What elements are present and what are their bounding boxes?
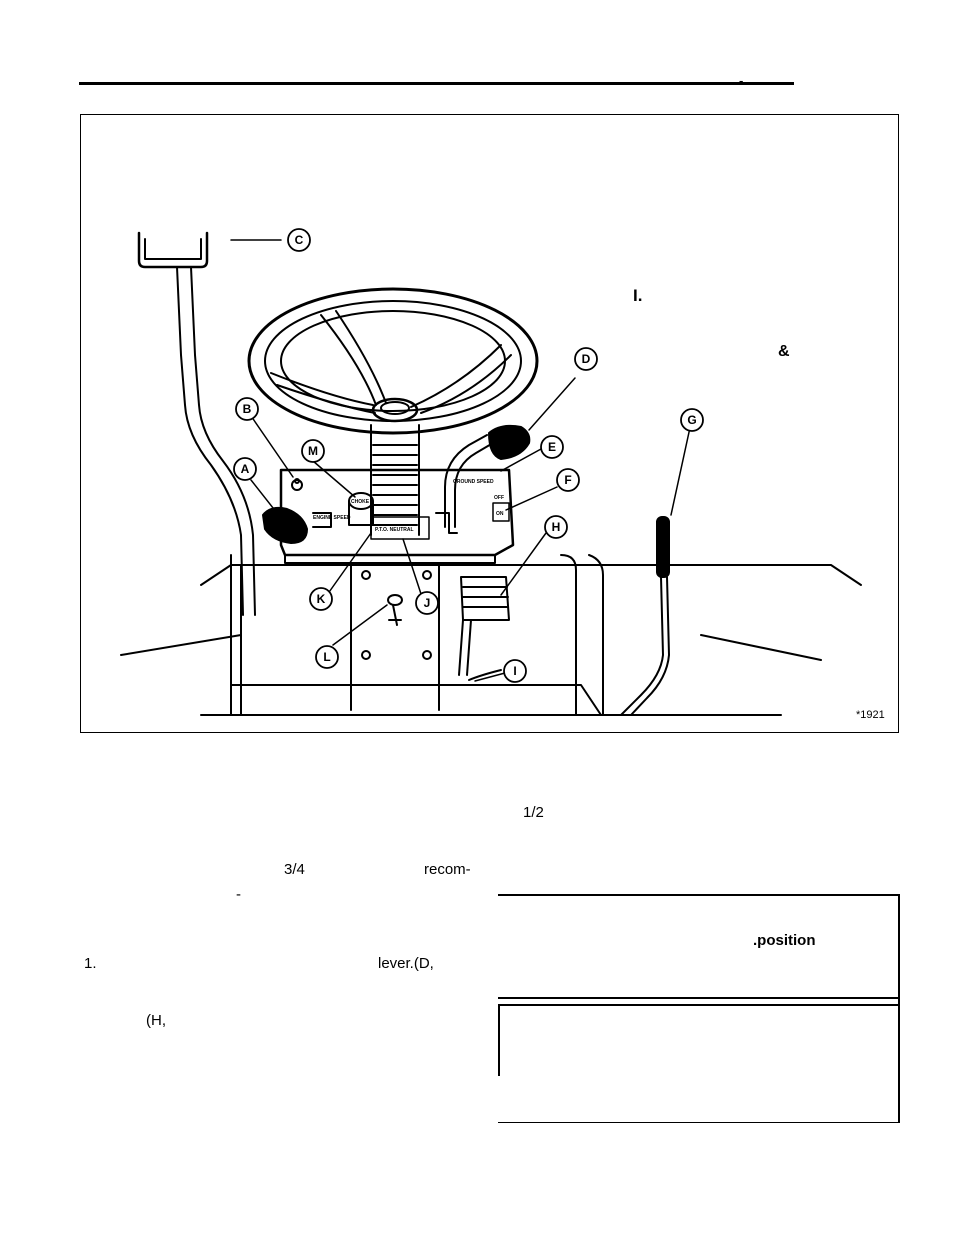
figure-frame: C D G E F H B M A K J L I CHOKE ENGINE S… [80,114,899,733]
text-dash: - [236,886,241,903]
callout-B: B [243,402,252,416]
fragment-ampersand: & [778,343,790,360]
callout-M: M [308,444,318,458]
text-h-ref: (H, [146,1012,166,1029]
panel-label-engine-speed: ENGINE SPEED [313,515,351,521]
text-three-quarter: 3/4 [284,861,305,878]
header-rule [79,82,794,85]
callout-J: J [424,596,431,610]
text-half: 1/2 [523,804,544,821]
panel-label-on: ON [496,511,504,517]
note-box: .position [498,894,900,1123]
callout-I: I [513,664,516,678]
callout-F: F [564,473,571,487]
figure-tag: *1921 [856,709,885,721]
header-dash: - [739,73,744,88]
panel-label-off: OFF [494,495,504,501]
fragment-I: I. [633,286,643,305]
callout-D: D [582,352,591,366]
tractor-controls-illustration: C D G E F H B M A K J L I CHOKE ENGINE S… [120,228,862,716]
text-recom: recom- [424,861,471,878]
callout-A: A [241,462,250,476]
panel-label-pto-neutral: P.T.O. NEUTRAL [375,527,414,533]
panel-label-choke: CHOKE [351,499,370,505]
note-position-text: .position [753,932,816,949]
callout-K: K [317,592,326,606]
text-lever: lever.(D, [378,955,434,972]
callout-L: L [323,650,330,664]
callout-G: G [687,413,696,427]
callout-H: H [552,520,561,534]
callout-C: C [295,233,304,247]
callout-E: E [548,440,556,454]
step-number: 1. [84,955,97,972]
panel-label-ground-speed: GROUND SPEED [453,479,494,485]
